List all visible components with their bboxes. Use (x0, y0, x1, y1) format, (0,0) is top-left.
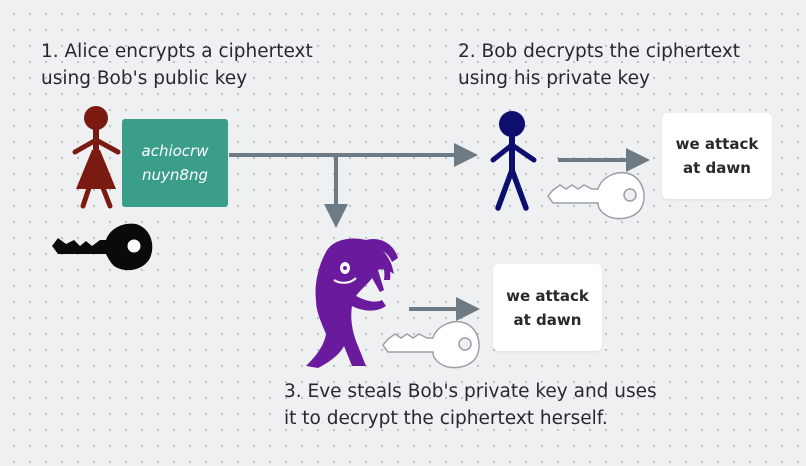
eve-icon (306, 238, 398, 368)
bob-plaintext-line-1: we attack (675, 135, 759, 153)
bob-caption-line-1: 2. Bob decrypts the ciphertext (458, 41, 741, 62)
bob-icon (490, 111, 537, 211)
eve-caption: 3. Eve steals Bob's private key and uses… (284, 378, 657, 432)
alice-icon (72, 106, 121, 209)
arrows (229, 143, 650, 321)
bob-caption-line-2: using his private key (458, 68, 650, 89)
eve-caption-line-2: it to decrypt the ciphertext herself. (284, 408, 608, 429)
eve-caption-line-1: 3. Eve steals Bob's private key and uses (284, 381, 657, 402)
eve-plaintext-line-2: at dawn (513, 310, 582, 329)
bob-private-key-icon (547, 172, 645, 220)
alice-caption-line-1: 1. Alice encrypts a ciphertext (41, 41, 313, 62)
public-key-icon (52, 223, 153, 271)
bob-caption: 2. Bob decrypts the ciphertext using his… (458, 38, 740, 92)
bob-plaintext-line-2: at dawn (683, 159, 751, 177)
ciphertext-line-2: nuyn8ng (142, 166, 208, 184)
eve-private-key-icon (382, 321, 480, 369)
ciphertext-box: achiocrw nuyn8ng (122, 119, 228, 207)
eve-plaintext-box: we attack at dawn (493, 264, 602, 351)
ciphertext-line-1: achiocrw (141, 142, 209, 160)
eve-plaintext-line-1: we attack (506, 286, 589, 305)
bob-plaintext-box: we attack at dawn (662, 113, 772, 199)
alice-caption: 1. Alice encrypts a ciphertext using Bob… (41, 38, 313, 92)
alice-caption-line-2: using Bob's public key (41, 68, 248, 89)
